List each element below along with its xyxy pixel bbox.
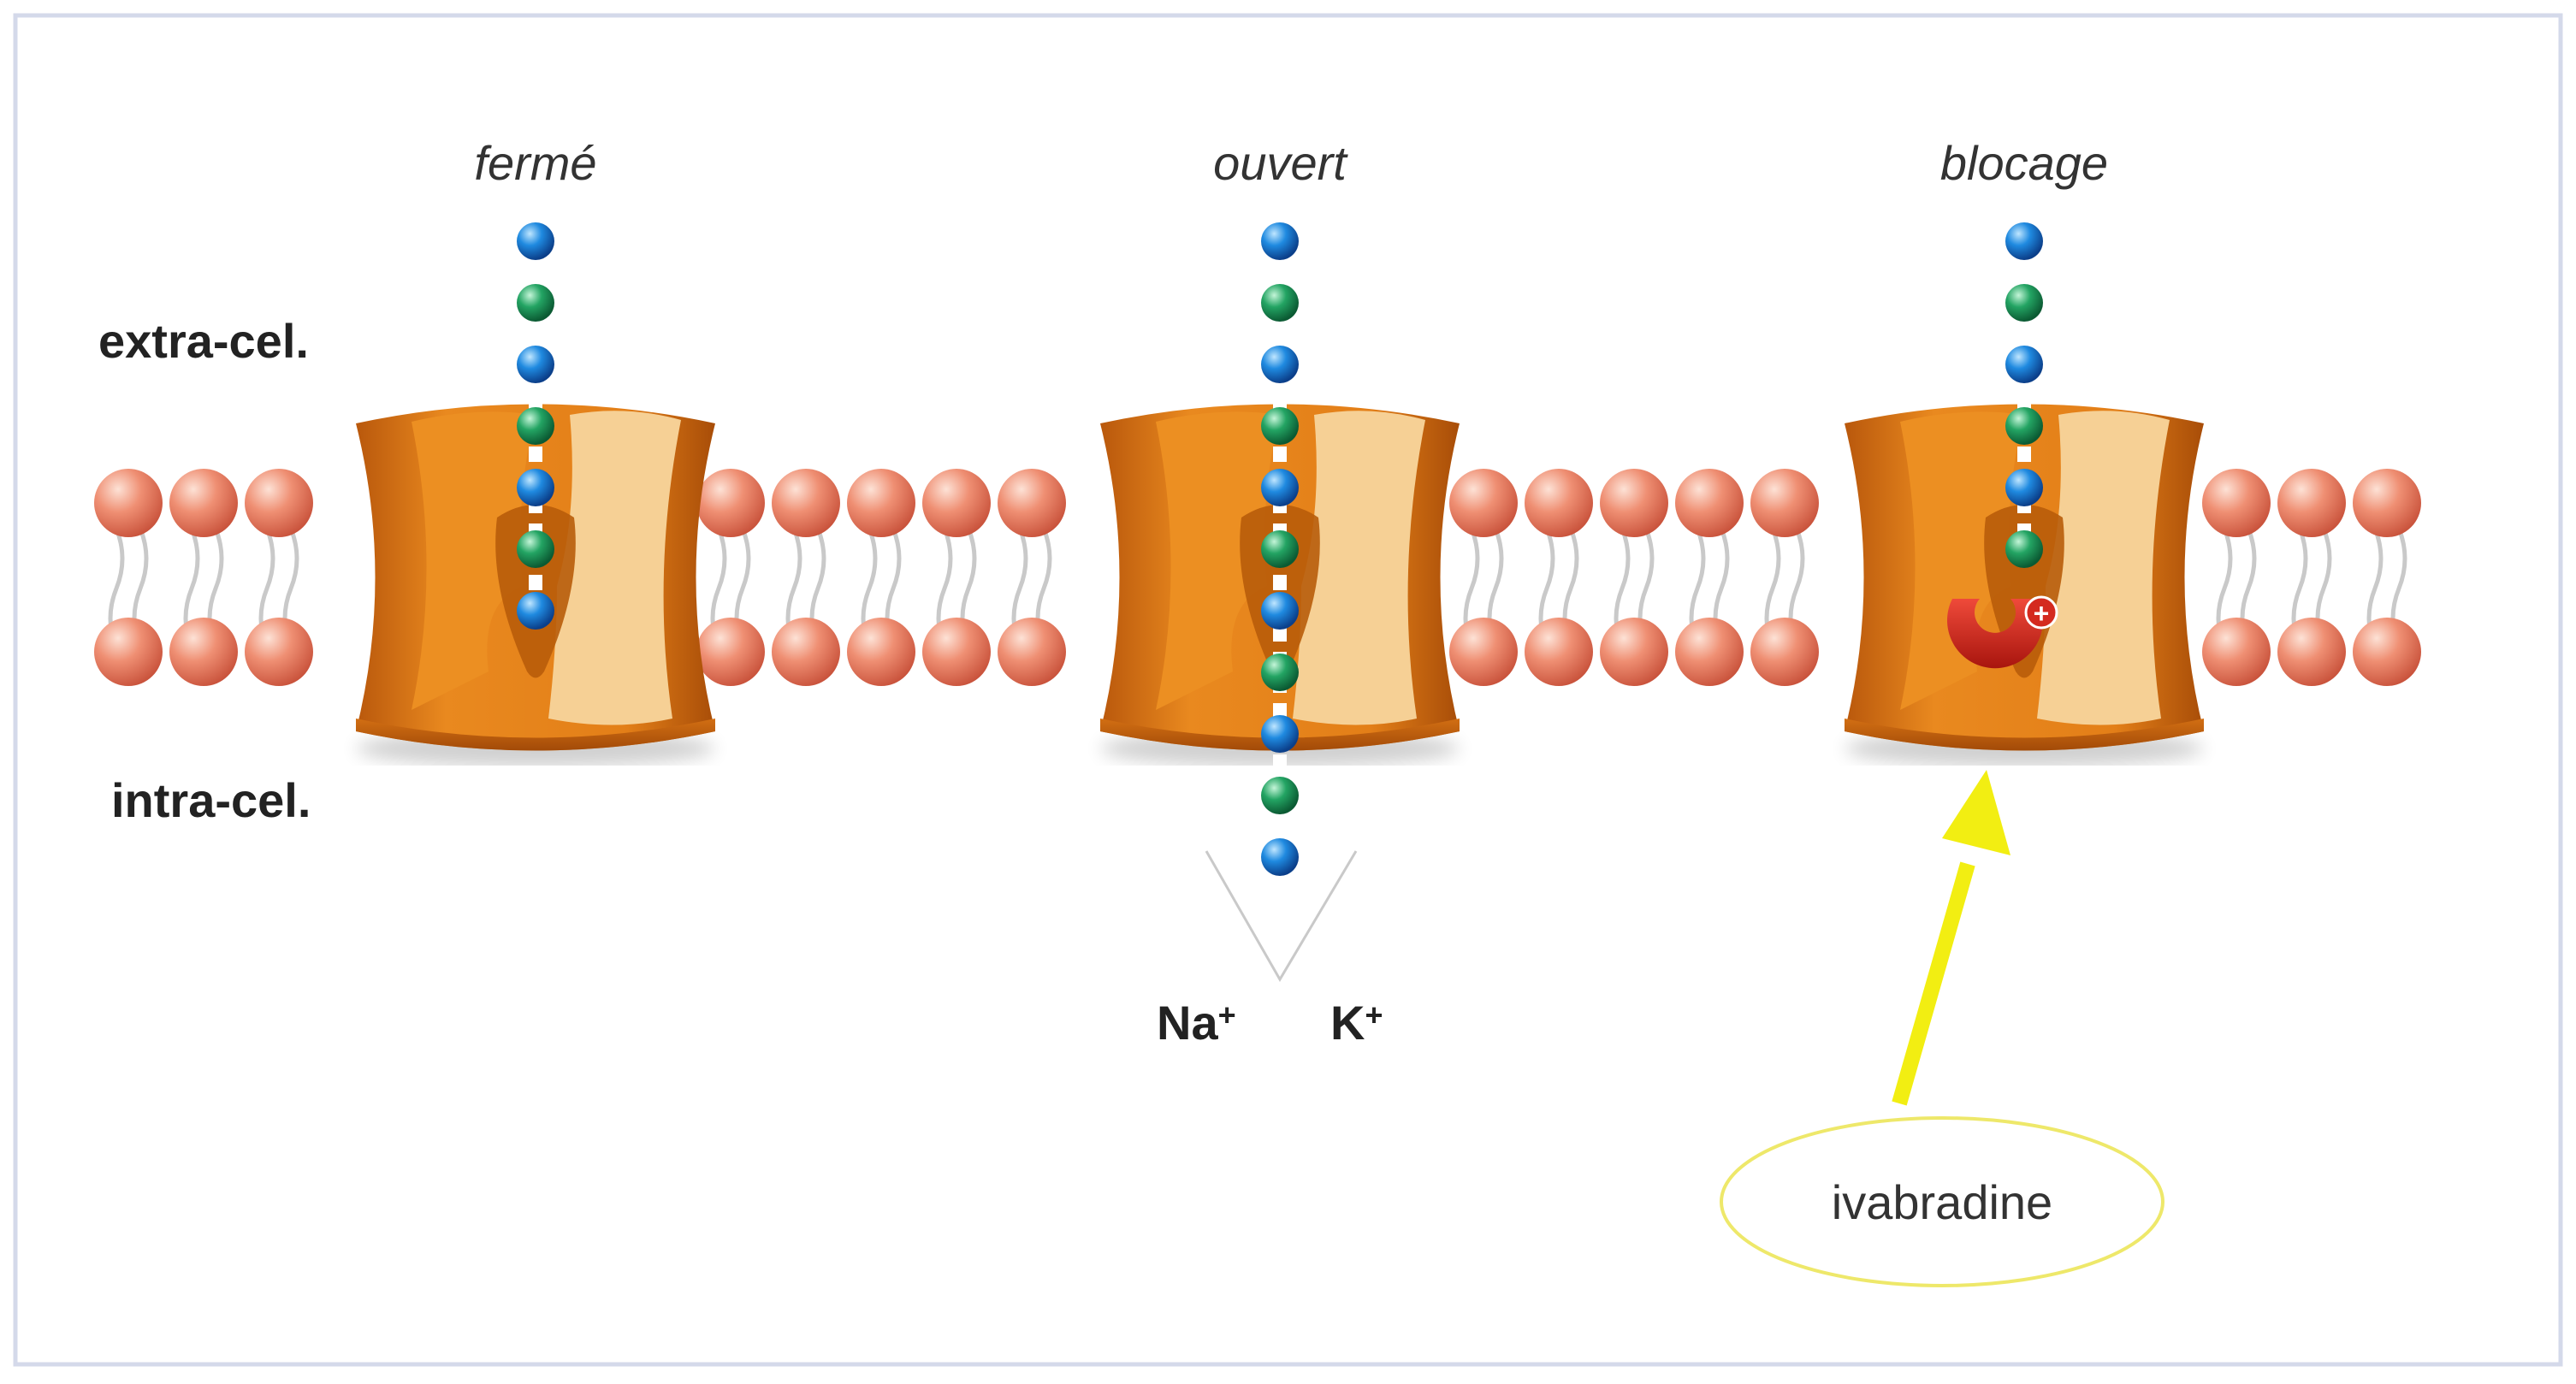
ion-green [517,284,554,322]
ion-blue [517,346,554,383]
lipid-head [922,618,991,686]
ivabradine-ellipse [1720,1116,2164,1287]
lipid-head [169,469,238,537]
extracellular-label: extra-cel. [98,314,309,368]
ion-blue [1261,592,1299,630]
lipid-head [847,469,915,537]
blocker-charge [2024,595,2058,630]
lipid-head [922,469,991,537]
lipid-head [696,618,765,686]
lipid-head [696,469,765,537]
ivabradine-arrow-shaft [1892,861,1975,1106]
ion-green [2005,530,2043,568]
blocker-charge-sign: + [2034,598,2050,629]
lipid-head [998,618,1066,686]
lipid-head [772,469,840,537]
ion-green [1261,407,1299,445]
ion-blue [1261,346,1299,383]
ion-chain-blocked [2005,222,2043,568]
lipid-head [1449,618,1518,686]
lipid-head [2202,469,2271,537]
intracellular-label: intra-cel. [111,773,311,827]
lipid-head [1750,618,1819,686]
lipid-head [1600,618,1668,686]
lipid-head [2202,618,2271,686]
ion-blue [517,469,554,506]
ion-green [1261,777,1299,814]
lipid-head [2277,618,2346,686]
ion-blue [1261,715,1299,753]
ion-blue [1261,222,1299,260]
lipid-head [245,469,313,537]
lipid-head [998,469,1066,537]
ivabradine-arrow-head [1942,770,2010,855]
state-label-blocked: blocage [1940,136,2108,190]
ion-blue [2005,222,2043,260]
lipid-head [245,618,313,686]
ion-green [2005,407,2043,445]
ion-green [2005,284,2043,322]
lipid-head [1600,469,1668,537]
lipid-head [2353,618,2421,686]
state-label-closed: fermé [474,136,596,190]
ion-blue [517,592,554,630]
lipid-head [847,618,915,686]
ion-green [1261,530,1299,568]
ion-green [517,530,554,568]
ion-split-lines [1205,850,1358,982]
lipid-head [1525,469,1593,537]
ion-blue [517,222,554,260]
ion-blue [2005,346,2043,383]
lipid-head [1449,469,1518,537]
lipid-head [1525,618,1593,686]
ion-green [1261,284,1299,322]
state-label-open: ouvert [1213,136,1348,190]
ivabradine-blocker: + [1947,595,2058,669]
lipid-head [772,618,840,686]
lipid-head [2353,469,2421,537]
ivabradine-label: ivabradine [1832,1175,2052,1229]
potassium-ion-label: K+ [1330,996,1383,1050]
sodium-ion-label: Na+ [1157,996,1236,1050]
ion-chain-closed [517,222,554,630]
ion-blue [2005,469,2043,506]
ion-blue [1261,469,1299,506]
ion-green [1261,654,1299,691]
ion-blue [1261,838,1299,876]
lipid-head [1750,469,1819,537]
lipid-head [94,618,163,686]
lipid-head [94,469,163,537]
lipid-head [1675,469,1744,537]
lipid-head [2277,469,2346,537]
ion-channels: + [356,222,2204,876]
lipid-head [169,618,238,686]
lipid-head [1675,618,1744,686]
ion-green [517,407,554,445]
ion-chain-open [1261,222,1299,876]
